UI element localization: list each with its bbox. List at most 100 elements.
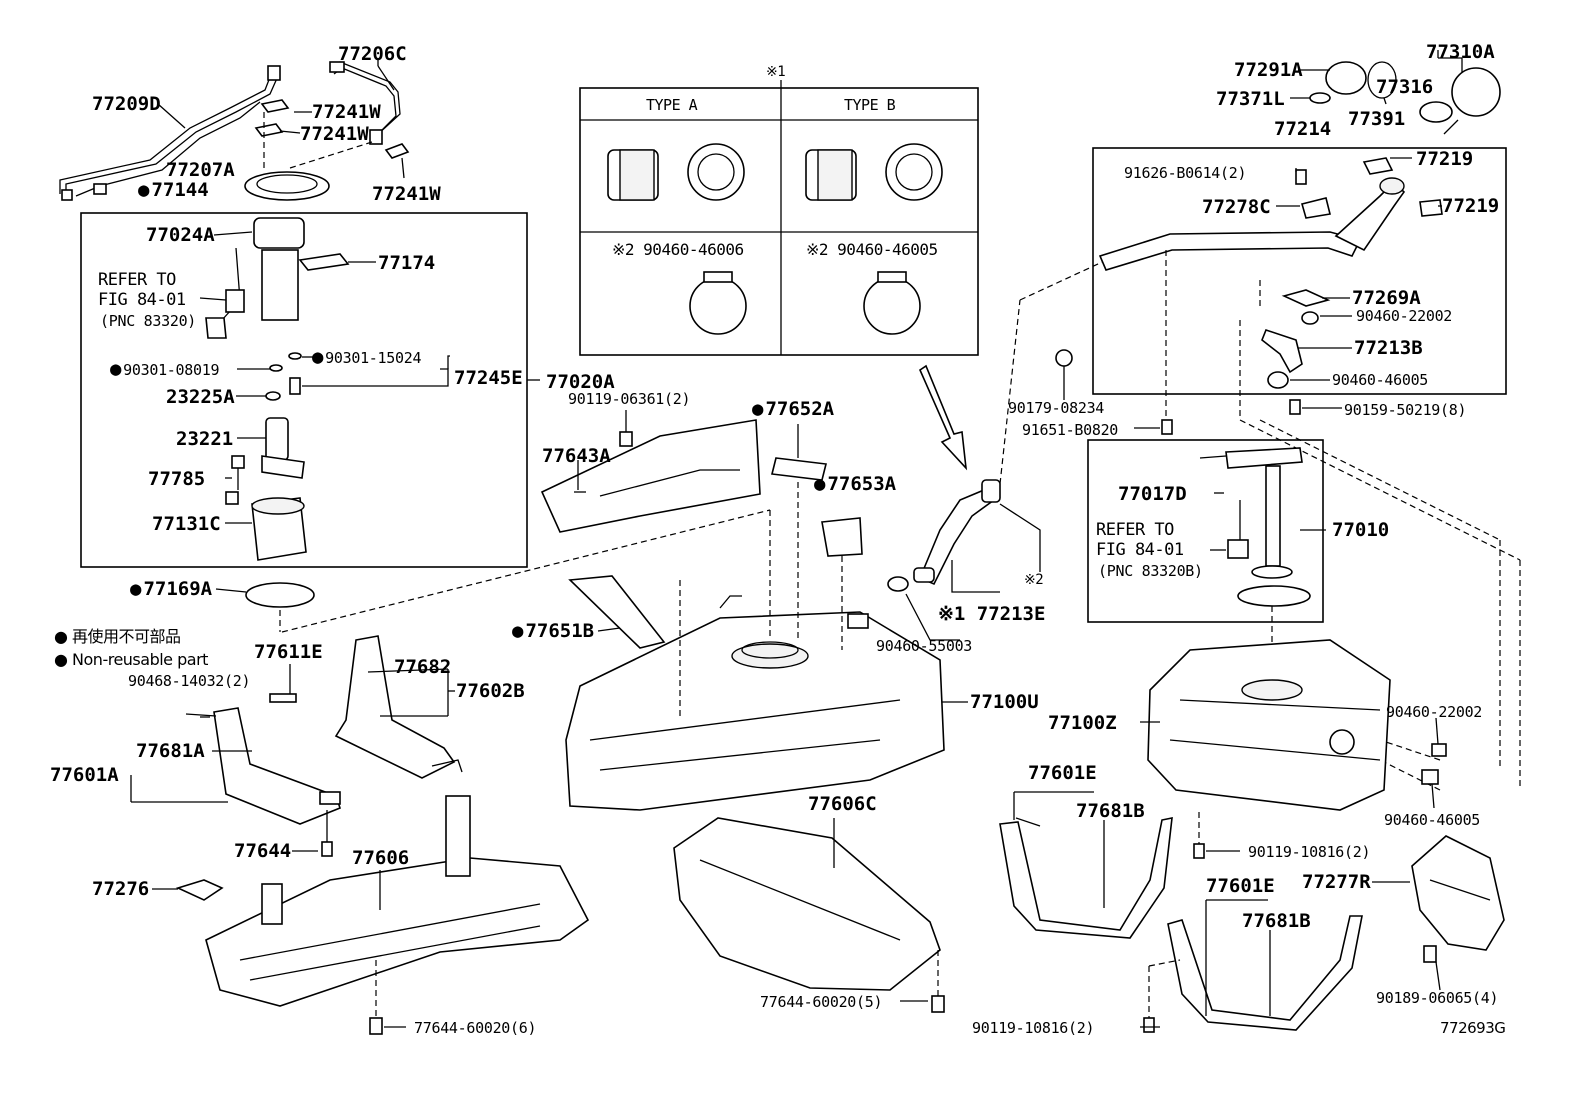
skid-plate-77606 — [205, 795, 590, 1007]
label-77606: 77606 — [352, 847, 410, 869]
label-77644-60020-6: 77644-60020(6) — [414, 1019, 537, 1037]
fuel-tube-77209D — [59, 65, 281, 201]
label-77681A: 77681A — [136, 740, 205, 762]
vent-hoses — [1261, 289, 1331, 389]
label-77100Z: 77100Z — [1048, 712, 1117, 734]
legend-en-text: Non-reusable part — [72, 650, 208, 669]
label-90119-06361: 90119-06361(2) — [568, 390, 691, 408]
filler-pipe-box — [1092, 147, 1507, 395]
label-77020A: 77020A — [546, 371, 615, 393]
filler-cap-parts — [1309, 50, 1501, 135]
label-77785: 77785 — [148, 468, 206, 490]
band-77651B — [568, 575, 666, 649]
label-77269A: 77269A — [1352, 287, 1421, 309]
refer-1-line2: FIG 84-01 — [98, 290, 186, 310]
label-77681B-2: 77681B — [1242, 910, 1311, 932]
diagram-id: 772693G — [1440, 1019, 1506, 1037]
label-77213E: ※1 77213E — [938, 603, 1046, 625]
filter-23225A — [236, 391, 281, 401]
label-77316: 77316 — [1376, 76, 1434, 98]
clips-77241W — [254, 99, 410, 169]
clamp-90460-46005b — [1421, 769, 1439, 785]
label-77644-60020-5: 77644-60020(5) — [760, 993, 883, 1011]
label-77606C: 77606C — [808, 793, 877, 815]
label-91626-B0614: 91626-B0614(2) — [1124, 164, 1247, 182]
retainer-ring-77144 — [244, 171, 330, 201]
clamp-90460-22002b — [1431, 743, 1447, 757]
refer-2-line2: FIG 84-01 — [1096, 540, 1184, 560]
label-77245E: 77245E — [454, 367, 523, 389]
label-77276: 77276 — [92, 878, 150, 900]
harness-77785 — [225, 455, 245, 505]
label-77169A: 77169A — [130, 579, 212, 599]
label-77682: 77682 — [394, 656, 452, 678]
label-77277R: 77277R — [1302, 871, 1371, 893]
label-77241W-2: 77241W — [300, 123, 369, 145]
label-23225A: 23225A — [166, 386, 235, 408]
label-77017D: 77017D — [1118, 483, 1187, 505]
label-77214: 77214 — [1274, 118, 1332, 140]
bolt-77644 — [321, 841, 333, 857]
clip-77174 — [298, 253, 350, 271]
strap-77601E-1 — [999, 817, 1173, 939]
pump-bracket-77131C — [251, 497, 307, 561]
legend-jp: ● 再使用不可部品 — [54, 627, 181, 646]
legend-jp-text: 再使用不可部品 — [72, 627, 181, 646]
label-77219-2: 77219 — [1442, 195, 1500, 217]
bolt-91651-B0820 — [1161, 419, 1173, 435]
label-77291A: 77291A — [1234, 59, 1303, 81]
label-77024A: 77024A — [146, 224, 215, 246]
protector-77643A — [540, 419, 761, 533]
fuel-pump-assembly-box — [80, 212, 528, 568]
type-a-label: TYPE A — [646, 96, 698, 114]
type-a-part: ※2 90460-46006 — [612, 240, 744, 259]
fuel-pump-23221 — [237, 417, 305, 479]
label-77651B: 77651B — [512, 621, 594, 641]
direction-arrow — [918, 364, 968, 471]
label-90460-46005a: 90460-46005 — [1332, 371, 1429, 389]
bolt-77644-60020-5 — [931, 995, 945, 1013]
label-23221: 23221 — [176, 428, 234, 450]
bolt-90119-06361 — [619, 410, 633, 447]
label-90301-08019: 90301-08019 — [110, 359, 219, 380]
label-90189-06065: 90189-06065(4) — [1376, 989, 1499, 1007]
type-a-sketch — [607, 143, 747, 335]
strap-77601E-2 — [1167, 915, 1363, 1031]
label-90460-46005b: 90460-46005 — [1384, 811, 1481, 829]
bolt-90189-06065 — [1423, 945, 1437, 963]
refer-2-line3: (PNC 83320B) — [1098, 562, 1203, 580]
legend-en: ● Non-reusable part — [54, 650, 208, 669]
label-90460-22002a: 90460-22002 — [1356, 307, 1453, 325]
label-77278C: 77278C — [1202, 196, 1271, 218]
protector-77277R — [1411, 835, 1505, 951]
label-77681B-1: 77681B — [1076, 800, 1145, 822]
refer-1-line1: REFER TO — [98, 270, 176, 290]
label-90159-50219: 90159-50219(8) — [1344, 401, 1467, 419]
label-77213B: 77213B — [1354, 337, 1423, 359]
sender-gauge-box — [1087, 439, 1324, 623]
label-90468-14032: 90468-14032(2) — [128, 672, 251, 690]
label-x2: ※2 — [1024, 572, 1044, 588]
bolt-77611E — [269, 693, 297, 703]
strap-77601A — [185, 707, 341, 825]
label-90460-22002b: 90460-22002 — [1386, 703, 1483, 721]
label-77643A: 77643A — [542, 445, 611, 467]
label-77601E-2: 77601E — [1206, 875, 1275, 897]
type-b-part: ※2 90460-46005 — [806, 240, 938, 259]
label-77602B: 77602B — [456, 680, 525, 702]
label-77653A: 77653A — [814, 474, 896, 494]
fuel-tank-77100U — [565, 595, 945, 811]
protector-77606C — [673, 817, 941, 991]
label-90119-10816b: 90119-10816(2) — [972, 1019, 1095, 1037]
filler-pipe-77214 — [1098, 157, 1443, 271]
clip-77276 — [175, 879, 224, 901]
label-77010: 77010 — [1332, 519, 1390, 541]
label-77611E: 77611E — [254, 641, 323, 663]
clamp-90179-08234 — [1055, 349, 1073, 367]
label-90460-55003: 90460-55003 — [876, 637, 973, 655]
label-77391: 77391 — [1348, 108, 1406, 130]
filler-hose-77213E — [913, 479, 1001, 586]
label-77174: 77174 — [378, 252, 436, 274]
pump-module-77024A — [205, 217, 305, 339]
type-b-sketch — [805, 143, 943, 335]
